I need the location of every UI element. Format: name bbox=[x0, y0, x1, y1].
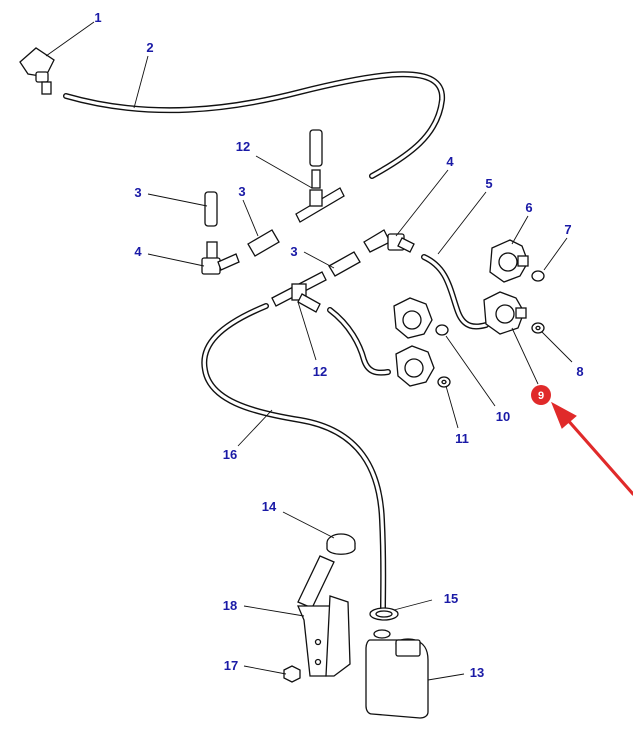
callout-18: 18 bbox=[223, 598, 237, 613]
callout-15: 15 bbox=[444, 591, 458, 606]
nozzle-9-highlighted bbox=[483, 291, 527, 335]
hose-2 bbox=[63, 71, 446, 179]
callout-16: 16 bbox=[223, 447, 237, 462]
hose-16 bbox=[201, 303, 387, 611]
callout-10: 10 bbox=[496, 409, 510, 424]
red-pointer-arrow bbox=[551, 401, 633, 496]
nozzle-left-upper bbox=[393, 297, 433, 339]
cap-14 bbox=[326, 533, 356, 555]
nut-17 bbox=[283, 665, 301, 683]
callout-labels: 1 2 3 3 3 4 4 5 6 7 8 10 11 12 12 16 14 … bbox=[94, 10, 583, 680]
callout-8: 8 bbox=[576, 364, 583, 379]
washer-8 bbox=[531, 322, 545, 334]
callout-1: 1 bbox=[94, 10, 101, 25]
callout-12-lower: 12 bbox=[313, 364, 327, 379]
callout-12-upper: 12 bbox=[236, 139, 250, 154]
callout-3-a: 3 bbox=[134, 185, 141, 200]
leader-lines bbox=[45, 21, 573, 681]
t-fitting-12-lower bbox=[271, 271, 327, 313]
tube-3-a bbox=[204, 191, 218, 227]
elbow-fitting-4-right bbox=[363, 229, 415, 253]
o-ring-7 bbox=[531, 270, 545, 282]
callout-14: 14 bbox=[262, 499, 277, 514]
tube-3-c bbox=[328, 251, 361, 277]
hose-5 bbox=[421, 254, 489, 330]
hose-short-right bbox=[327, 307, 391, 376]
elbow-connector-1 bbox=[19, 47, 55, 95]
bracket-18 bbox=[297, 555, 351, 677]
callout-3-b: 3 bbox=[238, 184, 245, 199]
nozzle-left-lower bbox=[395, 345, 435, 387]
callout-9: 9 bbox=[538, 390, 544, 402]
callout-17: 17 bbox=[224, 658, 238, 673]
callout-5: 5 bbox=[485, 176, 492, 191]
callout-4-right: 4 bbox=[446, 154, 454, 169]
callout-3-c: 3 bbox=[290, 244, 297, 259]
highlight-callout-9[interactable]: 9 bbox=[531, 385, 551, 405]
callout-4-left: 4 bbox=[134, 244, 142, 259]
callout-13: 13 bbox=[470, 665, 484, 680]
callout-6: 6 bbox=[525, 200, 532, 215]
highlight-badge bbox=[531, 385, 551, 405]
callout-11: 11 bbox=[455, 431, 469, 446]
tube-3-b bbox=[247, 229, 280, 257]
washer-11 bbox=[437, 376, 451, 388]
t-fitting-12-upper bbox=[295, 129, 345, 223]
reservoir-13 bbox=[365, 629, 429, 719]
o-ring-10 bbox=[435, 324, 449, 336]
callout-7: 7 bbox=[564, 222, 571, 237]
clamp-15 bbox=[369, 607, 399, 621]
callout-2: 2 bbox=[146, 40, 153, 55]
elbow-fitting-4-left bbox=[201, 241, 240, 275]
nozzle-6 bbox=[489, 239, 529, 283]
